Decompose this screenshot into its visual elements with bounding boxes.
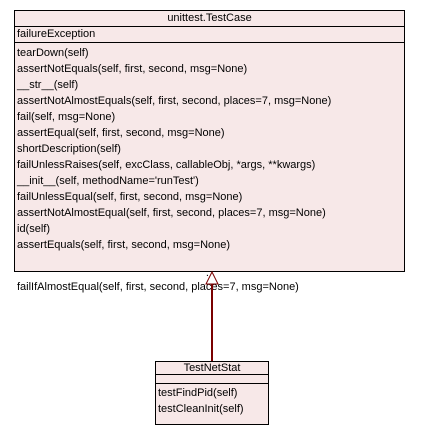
class-methods: tearDown(self) assertNotEquals(self, fir… — [15, 43, 404, 295]
method-item: assertNotAlmostEqual(self, first, second… — [17, 207, 326, 219]
method-item: assertEquals(self, first, second, msg=No… — [17, 239, 231, 251]
class-title: TestNetStat — [156, 362, 268, 375]
class-attributes: failureException — [15, 27, 404, 43]
attribute-item: failureException — [17, 28, 96, 40]
methods-ellipsis: ... — [205, 267, 216, 279]
method-item: id(self) — [17, 223, 51, 235]
class-testnetstat: TestNetStat testFindPid(self) testCleanI… — [155, 361, 269, 425]
class-unittest-testcase: unittest.TestCase failureException tearD… — [14, 10, 405, 293]
method-item: failUnlessRaises(self, excClass, callabl… — [17, 159, 316, 171]
method-item: __init__(self, methodName='runTest') — [17, 175, 199, 187]
method-item: assertNotAlmostEquals(self, first, secon… — [17, 95, 332, 107]
method-item: failUnlessEqual(self, first, second, msg… — [17, 191, 243, 203]
class-title: unittest.TestCase — [15, 11, 404, 27]
inheritance-arrow — [205, 270, 219, 366]
method-item: failIfAlmostEqual(self, first, second, p… — [17, 281, 299, 293]
method-item: __str__(self) — [17, 79, 79, 91]
method-item: testCleanInit(self) — [158, 403, 244, 415]
method-item: shortDescription(self) — [17, 143, 121, 155]
class-methods: testFindPid(self) testCleanInit(self) — [156, 384, 268, 417]
method-item: assertEqual(self, first, second, msg=Non… — [17, 127, 225, 139]
arrow-head — [205, 270, 219, 285]
method-item: assertNotEquals(self, first, second, msg… — [17, 63, 248, 75]
method-item: fail(self, msg=None) — [17, 111, 116, 123]
method-item: testFindPid(self) — [158, 387, 238, 399]
class-attributes — [156, 375, 268, 384]
method-item: tearDown(self) — [17, 47, 89, 59]
